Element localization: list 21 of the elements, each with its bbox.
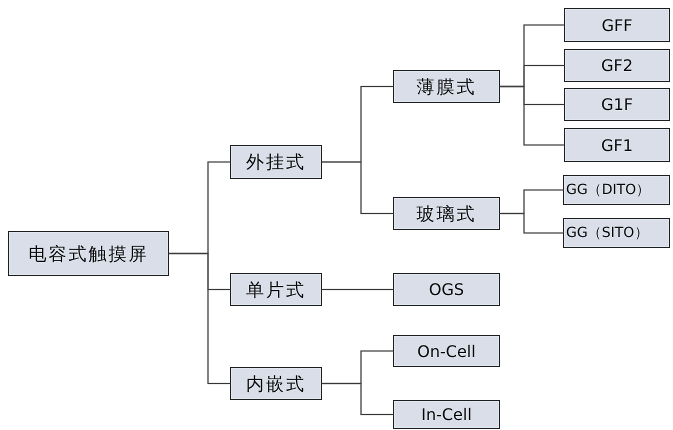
category-box: G1F [564,88,670,121]
connector-line [500,212,563,234]
category-box: 内嵌式 [230,367,322,400]
category-box: 外挂式 [230,145,322,179]
category-box: GG（DITO） [563,175,670,205]
category-box: GF2 [564,49,670,82]
connector-line [322,161,393,214]
connector-line [169,252,230,384]
category-box: 玻璃式 [393,197,500,230]
category-box: OGS [393,273,500,306]
category-box: 单片式 [230,273,322,306]
category-box: 薄膜式 [393,70,500,103]
category-box: GG（SITO） [563,218,670,248]
category-box: In-Cell [393,400,500,429]
category-box: On-Cell [393,335,500,367]
category-box: GF1 [564,128,670,162]
category-box: 电容式触摸屏 [8,231,169,276]
connector-line [322,288,393,290]
connector-line [500,86,564,146]
connector-line [322,382,393,416]
category-box: GFF [564,8,670,42]
